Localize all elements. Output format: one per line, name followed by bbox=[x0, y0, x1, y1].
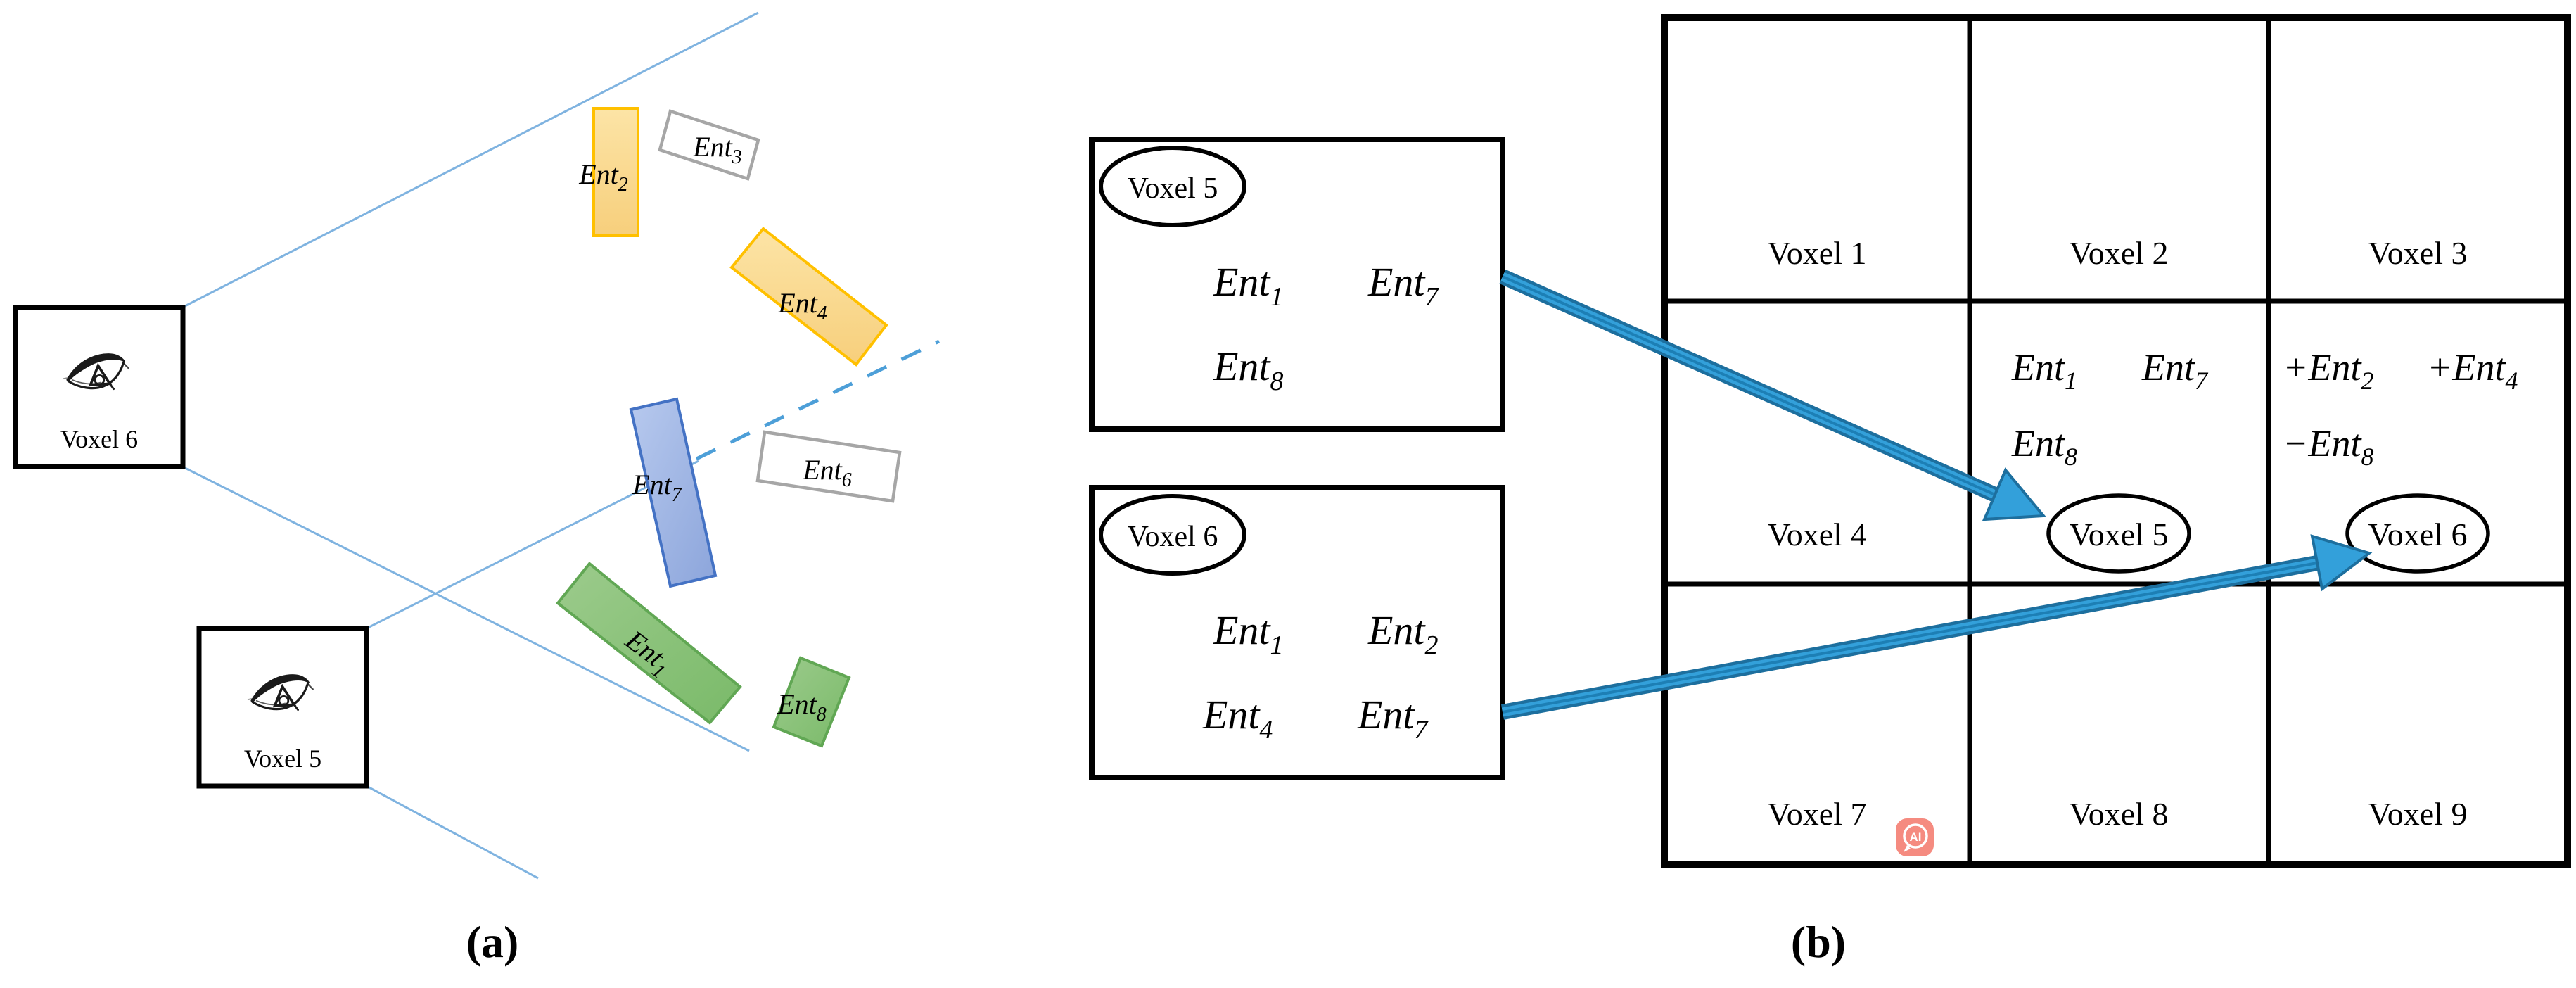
box6-ent-2: Ent2 bbox=[1367, 607, 1439, 660]
voxel5-box-title: Voxel 5 bbox=[1128, 172, 1218, 205]
voxel6-box-title-ellipse bbox=[1099, 494, 1246, 576]
arrow-voxel5-to-grid bbox=[1499, 269, 2047, 521]
box6-ent-4: Ent4 bbox=[1202, 692, 1273, 745]
arrow-voxel6-to-grid bbox=[1501, 534, 2373, 720]
arrow-voxel5-shaft-core bbox=[1502, 275, 1996, 496]
voxel6-box-title: Voxel 6 bbox=[1128, 521, 1218, 553]
panel-a: Voxel 6 Voxel 5 Ent2 Ent3 Ent4 Ent7 Ent6… bbox=[13, 11, 941, 967]
ent2-label: Ent2 bbox=[578, 158, 628, 196]
voxel6-viewpoint-label: Voxel 6 bbox=[60, 425, 138, 453]
grid-cell-voxel9-label: Voxel 9 bbox=[2368, 796, 2468, 832]
viewpoint-box-voxel6: Voxel 6 bbox=[13, 305, 186, 469]
box6-ent-7: Ent7 bbox=[1357, 692, 1429, 745]
box5-ent-8: Ent8 bbox=[1213, 343, 1284, 396]
box6-ent-1: Ent1 bbox=[1213, 607, 1284, 660]
arrow-voxel6-head bbox=[2310, 534, 2373, 592]
grid-cell-voxel8-label: Voxel 8 bbox=[2070, 796, 2169, 832]
ent1-rect bbox=[556, 562, 742, 725]
voxel5-box-title-ellipse bbox=[1099, 146, 1246, 227]
grid-cell-voxel6-label: Voxel 6 bbox=[2368, 517, 2468, 552]
grid-voxel5-ellipse bbox=[2046, 493, 2191, 574]
ent6-label: Ent6 bbox=[802, 454, 852, 491]
arrow-voxel6-shaft-core bbox=[1502, 562, 2318, 714]
grid-cell-voxel5-label: Voxel 5 bbox=[2070, 517, 2169, 552]
ent7-label: Ent7 bbox=[632, 469, 682, 506]
ent8-label: Ent8 bbox=[777, 688, 827, 726]
grid-cell-voxel7-label: Voxel 7 bbox=[1768, 796, 1867, 832]
ai-badge-bubble-icon bbox=[1903, 823, 1928, 849]
ent2-rect bbox=[592, 107, 639, 237]
cell6-ent-plus2: +Ent2 bbox=[2283, 346, 2373, 395]
ai-watermark-badge: AI bbox=[1896, 818, 1934, 856]
ai-badge-label: AI bbox=[1910, 830, 1922, 844]
arrow-voxel5-head bbox=[1982, 467, 2047, 521]
ent6-rect bbox=[755, 430, 902, 503]
grid-cell-voxel3-label: Voxel 3 bbox=[2368, 235, 2468, 271]
ai-badge-bubble-tail bbox=[1904, 845, 1911, 852]
ent7-rect bbox=[629, 397, 718, 588]
panel-b: Voxel 5 Ent1 Ent7 Ent8 Voxel 6 Ent1 Ent2… bbox=[1089, 14, 2571, 967]
cell5-ent-1: Ent1 bbox=[2011, 346, 2077, 395]
voxel5-viewpoint-label: Voxel 5 bbox=[244, 745, 321, 773]
grid-outer-border bbox=[1661, 14, 2571, 868]
voxel5-box-frame bbox=[1089, 137, 1505, 432]
ent4-label: Ent4 bbox=[777, 287, 827, 324]
fov-line-voxel6-bottom bbox=[181, 465, 750, 752]
ent8-rect bbox=[772, 656, 851, 748]
grid-cell-voxel1-label: Voxel 1 bbox=[1768, 235, 1867, 271]
box5-ent-1: Ent1 bbox=[1213, 259, 1284, 312]
panel-b-caption: (b) bbox=[1791, 917, 1846, 967]
voxel-grid: Voxel 1 Voxel 2 Voxel 3 Voxel 4 Voxel 5 … bbox=[1661, 14, 2571, 868]
cell6-ent-plus4: +Ent4 bbox=[2427, 346, 2518, 395]
ent3-label: Ent3 bbox=[692, 131, 742, 168]
cell5-ent-8: Ent8 bbox=[2011, 422, 2077, 471]
voxel6-box-frame bbox=[1089, 485, 1505, 780]
grid-voxel6-ellipse bbox=[2345, 493, 2490, 574]
view-direction-dashed-line bbox=[695, 339, 941, 461]
voxel5-viewpoint-frame bbox=[196, 626, 369, 789]
box5-ent-7: Ent7 bbox=[1367, 259, 1440, 312]
grid-cell-voxel2-label: Voxel 2 bbox=[2070, 235, 2169, 271]
grid-cell-voxel4-label: Voxel 4 bbox=[1768, 517, 1867, 552]
fov-line-voxel5-bottom bbox=[366, 785, 539, 880]
voxel6-content-box: Voxel 6 Ent1 Ent2 Ent4 Ent7 bbox=[1089, 485, 1505, 780]
ent3-rect bbox=[658, 109, 760, 181]
panel-a-caption: (a) bbox=[466, 917, 519, 967]
fov-line-voxel5-top bbox=[366, 460, 699, 630]
cell5-ent-7: Ent7 bbox=[2141, 346, 2209, 395]
fov-line-voxel6-top bbox=[181, 11, 759, 309]
voxel5-content-box: Voxel 5 Ent1 Ent7 Ent8 bbox=[1089, 137, 1505, 432]
ent4-rect bbox=[729, 227, 888, 367]
cell6-ent-minus8: −Ent8 bbox=[2283, 422, 2373, 471]
viewpoint-box-voxel5: Voxel 5 bbox=[196, 626, 369, 789]
